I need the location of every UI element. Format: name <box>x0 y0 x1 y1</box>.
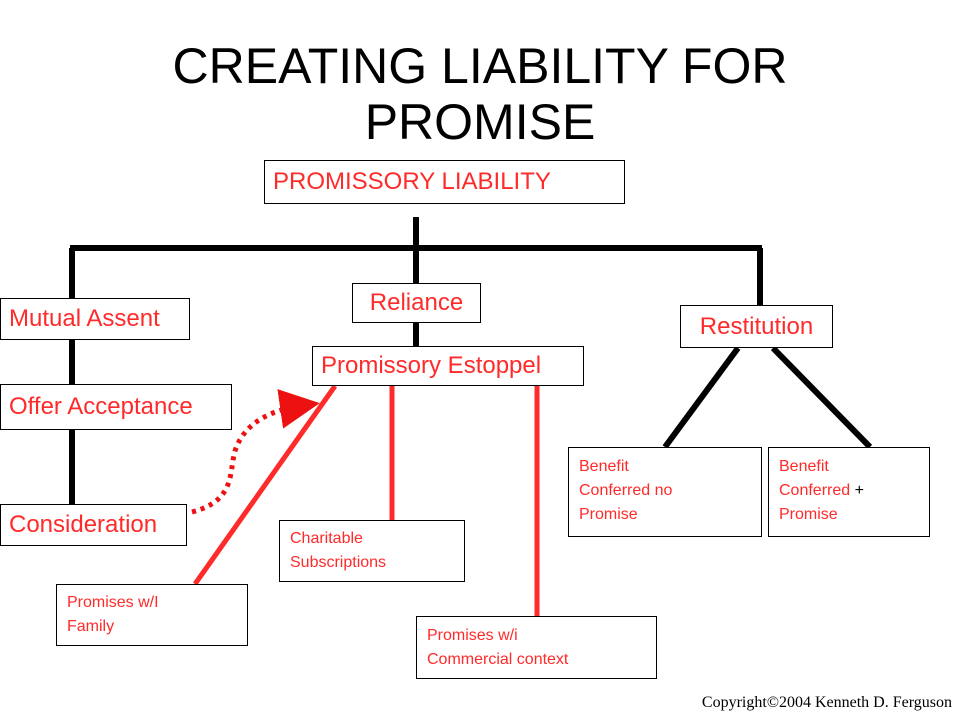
family-line1: Promises w/I <box>67 594 159 611</box>
benefit-no-promise-box: Benefit Conferred no Promise <box>568 447 762 537</box>
mutual-assent-box: Mutual Assent <box>0 298 190 340</box>
promises-commercial-box: Promises w/i Commercial context <box>416 616 657 679</box>
restitution-left-branch-line <box>662 346 741 449</box>
family-line2: Family <box>67 618 115 635</box>
charitable-line2: Subscriptions <box>290 554 387 571</box>
benefit-no-line3: Promise <box>579 506 638 523</box>
restitution-right-branch-line <box>770 345 873 450</box>
page-title-line2: PROMISE <box>364 94 596 150</box>
offer-acceptance-box: Offer Acceptance <box>0 384 232 430</box>
benefit-no-line2: Conferred no <box>579 482 673 499</box>
promissory-estoppel-box: Promissory Estoppel <box>312 346 584 386</box>
charitable-line1: Charitable <box>290 530 363 547</box>
consideration-box: Consideration <box>0 504 187 546</box>
commercial-line2: Commercial context <box>427 651 569 668</box>
page-title-line1: CREATING LIABILITY FOR <box>172 38 788 94</box>
benefit-plus-line2-text: Conferred <box>779 482 855 499</box>
benefit-plus-line1: Benefit <box>779 458 829 475</box>
restitution-box: Restitution <box>680 305 833 348</box>
dotted-curved-arrow <box>191 389 320 515</box>
promises-family-box: Promises w/I Family <box>56 584 248 646</box>
benefit-plus-promise-box: Benefit Conferred + Promise <box>768 447 930 537</box>
reliance-box: Reliance <box>352 283 481 323</box>
charitable-subscriptions-box: Charitable Subscriptions <box>279 520 465 582</box>
promissory-liability-box: PROMISSORY LIABILITY <box>264 160 625 204</box>
plus-sign: + <box>854 482 864 499</box>
benefit-plus-line2: Conferred + <box>779 479 919 503</box>
commercial-line1: Promises w/i <box>427 627 518 644</box>
benefit-no-line1: Benefit <box>579 458 629 475</box>
copyright-notice: Copyright©2004 Kenneth D. Ferguson <box>701 694 952 711</box>
benefit-plus-line3: Promise <box>779 506 838 523</box>
